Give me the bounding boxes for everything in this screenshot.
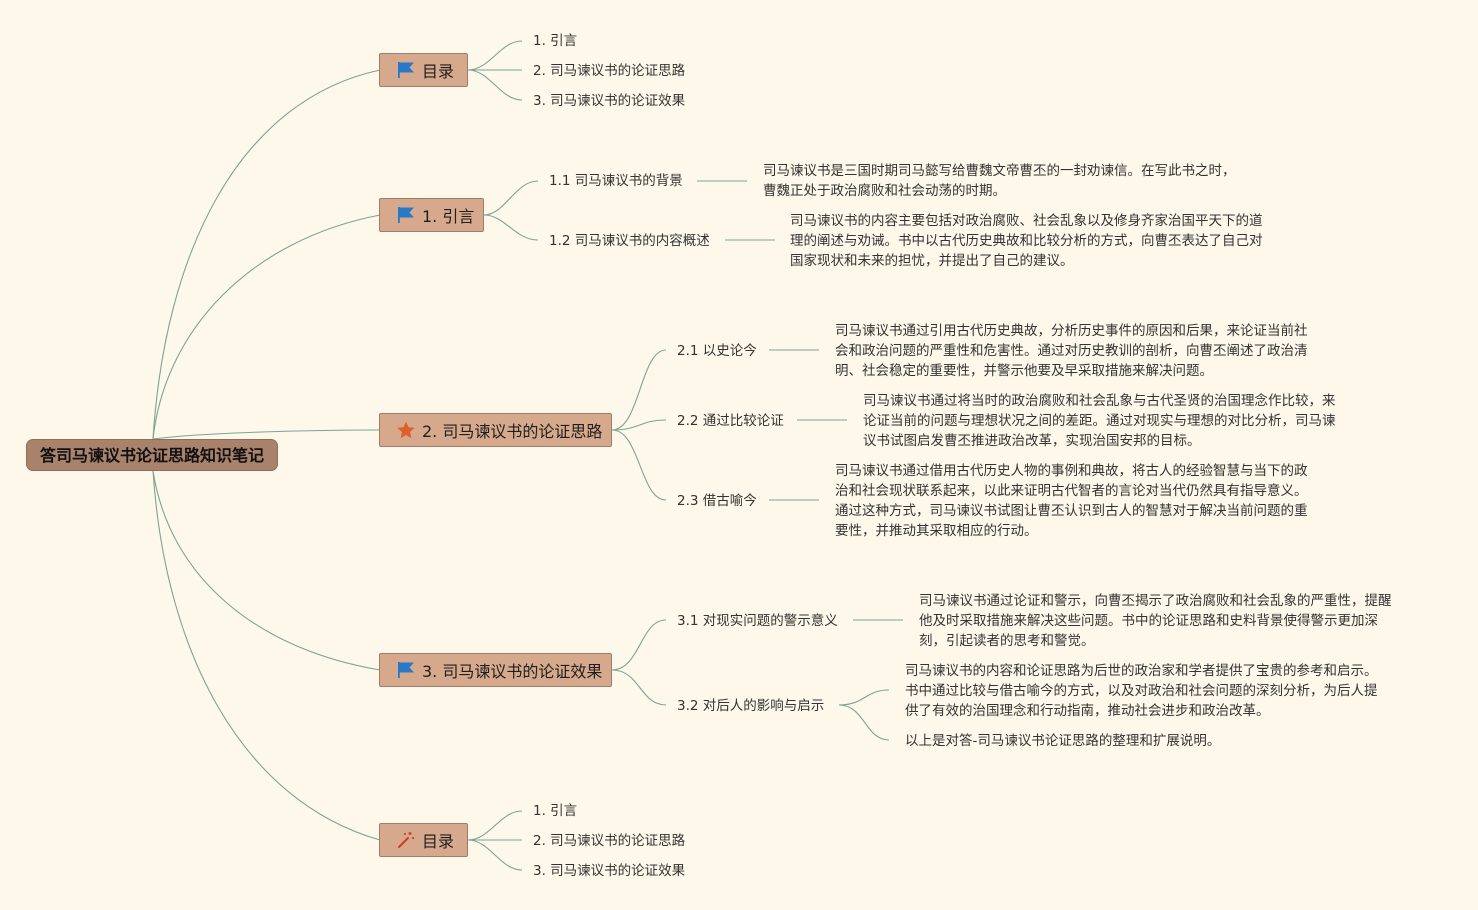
branch-title: 目录: [422, 832, 455, 851]
branch-argument-effect[interactable]: 3. 司马谏议书的论证效果: [379, 653, 612, 687]
subtopic-label[interactable]: 2.1 以史论今: [677, 343, 757, 359]
connector: [838, 704, 890, 741]
connector: [611, 419, 667, 431]
connector: [838, 689, 890, 706]
subtopic-label[interactable]: 3.2 对后人的影响与启示: [677, 698, 825, 714]
subtopic-note: 司马谏议书通过将当时的政治腐败和社会乱象与古代圣贤的治国理念作比较，来 论证当前…: [863, 393, 1336, 449]
connector: [467, 69, 523, 101]
subtopic-label[interactable]: 1.2 司马谏议书的内容概述: [549, 233, 710, 249]
subtopic-note: 司马谏议书通过论证和警示，向曹丕揭示了政治腐败和社会乱象的严重性，提醒 他及时采…: [919, 593, 1392, 649]
branch-title: 2. 司马谏议书的论证思路: [422, 422, 603, 441]
connector: [611, 349, 667, 431]
subtopic-note: 司马谏议书是三国时期司马懿写给曹魏文帝曹丕的一封劝谏信。在写此书之时， 曹魏正处…: [763, 163, 1236, 199]
toc-item[interactable]: 1. 引言: [533, 33, 578, 49]
connector: [611, 429, 667, 501]
toc-item[interactable]: 2. 司马谏议书的论证思路: [533, 63, 686, 79]
toc-item[interactable]: 3. 司马谏议书的论证效果: [533, 863, 686, 879]
connector: [483, 180, 539, 216]
subtopic-label[interactable]: 1.1 司马谏议书的背景: [549, 173, 683, 189]
subtopic-note-summary: 以上是对答-司马谏议书论证思路的整理和扩展说明。: [905, 733, 1221, 749]
connector: [611, 619, 667, 671]
branch-title: 目录: [422, 62, 455, 81]
connector: [611, 669, 667, 706]
flag-icon: [396, 205, 416, 225]
subtopic-label[interactable]: 2.3 借古喻今: [677, 493, 757, 509]
root-topic[interactable]: 答司马谏议书论证思路知识笔记: [26, 439, 278, 471]
toc-item[interactable]: 3. 司马谏议书的论证效果: [533, 93, 686, 109]
flag-icon: [396, 660, 416, 680]
toc-item[interactable]: 2. 司马谏议书的论证思路: [533, 833, 686, 849]
connector: [483, 214, 539, 241]
subtopic-note: 司马谏议书通过引用古代历史典故，分析历史事件的原因和后果，来论证当前社 会和政治…: [835, 323, 1308, 379]
connector: [152, 470, 381, 671]
branch-toc-top[interactable]: 目录: [379, 53, 468, 87]
connector: [152, 429, 381, 440]
subtopic-note: 司马谏议书的内容主要包括对政治腐败、社会乱象以及修身齐家治国平天下的道 理的阐述…: [790, 213, 1263, 269]
connector: [467, 810, 523, 841]
branch-toc-bottom[interactable]: 目录: [379, 823, 468, 857]
branch-argument-approach[interactable]: 2. 司马谏议书的论证思路: [379, 413, 612, 447]
subtopic-label[interactable]: 3.1 对现实问题的警示意义: [677, 613, 838, 629]
connector: [467, 839, 523, 871]
flag-icon: [396, 60, 416, 80]
subtopic-note: 司马谏议书通过借用古代历史人物的事例和典故，将古人的经验智慧与当下的政 治和社会…: [835, 463, 1308, 539]
toc-item[interactable]: 1. 引言: [533, 803, 578, 819]
connector: [467, 40, 523, 71]
branch-introduction[interactable]: 1. 引言: [379, 198, 484, 232]
branch-title: 3. 司马谏议书的论证效果: [422, 662, 603, 681]
connector: [152, 470, 381, 841]
connector: [152, 214, 381, 440]
subtopic-label[interactable]: 2.2 通过比较论证: [677, 413, 784, 429]
magic-wand-icon: [396, 830, 416, 850]
connector: [152, 69, 381, 440]
subtopic-note: 司马谏议书的内容和论证思路为后世的政治家和学者提供了宝贵的参考和启示。 书中通过…: [905, 663, 1378, 719]
branch-title: 1. 引言: [422, 207, 475, 226]
star-icon: [396, 420, 416, 440]
